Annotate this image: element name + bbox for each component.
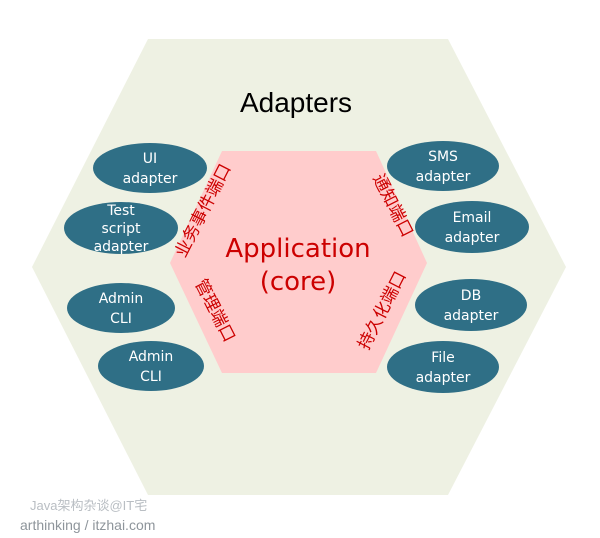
sms-adapter-line2: adapter xyxy=(416,169,471,185)
watermark-line2: arthinking / itzhai.com xyxy=(20,517,156,533)
ui-adapter-line1: UI xyxy=(143,151,157,167)
admin-cli-1-line1: Admin xyxy=(99,291,144,307)
db-adapter-line1: DB xyxy=(461,288,481,304)
ui-adapter-line2: adapter xyxy=(123,171,178,187)
file-adapter-line2: adapter xyxy=(416,370,471,386)
admin-cli-adapter-2: Admin CLI xyxy=(98,341,204,391)
test-script-adapter-line3: adapter xyxy=(94,239,149,255)
test-script-adapter-line2: script xyxy=(101,221,141,237)
application-core-hexagon xyxy=(170,151,427,373)
admin-cli-adapter-1: Admin CLI xyxy=(67,283,175,333)
admin-cli-2-line1: Admin xyxy=(129,349,174,365)
core-title-line1: Application xyxy=(225,234,370,264)
watermark-line1: Java架构杂谈@IT宅 xyxy=(30,498,148,513)
adapters-title: Adapters xyxy=(240,87,352,118)
email-adapter-line2: adapter xyxy=(445,230,500,246)
test-script-adapter-line1: Test xyxy=(106,203,135,219)
email-adapter-line1: Email xyxy=(453,210,492,226)
core-title-line2: (core) xyxy=(260,267,337,297)
file-adapter-line1: File xyxy=(431,350,454,366)
admin-cli-1-line2: CLI xyxy=(110,311,132,327)
sms-adapter: SMS adapter xyxy=(387,141,499,191)
db-adapter-line2: adapter xyxy=(444,308,499,324)
ui-adapter: UI adapter xyxy=(93,143,207,193)
test-script-adapter: Test script adapter xyxy=(64,202,178,255)
db-adapter: DB adapter xyxy=(415,279,527,331)
file-adapter: File adapter xyxy=(387,341,499,393)
admin-cli-2-line2: CLI xyxy=(140,369,162,385)
sms-adapter-line1: SMS xyxy=(428,149,458,165)
email-adapter: Email adapter xyxy=(415,201,529,253)
